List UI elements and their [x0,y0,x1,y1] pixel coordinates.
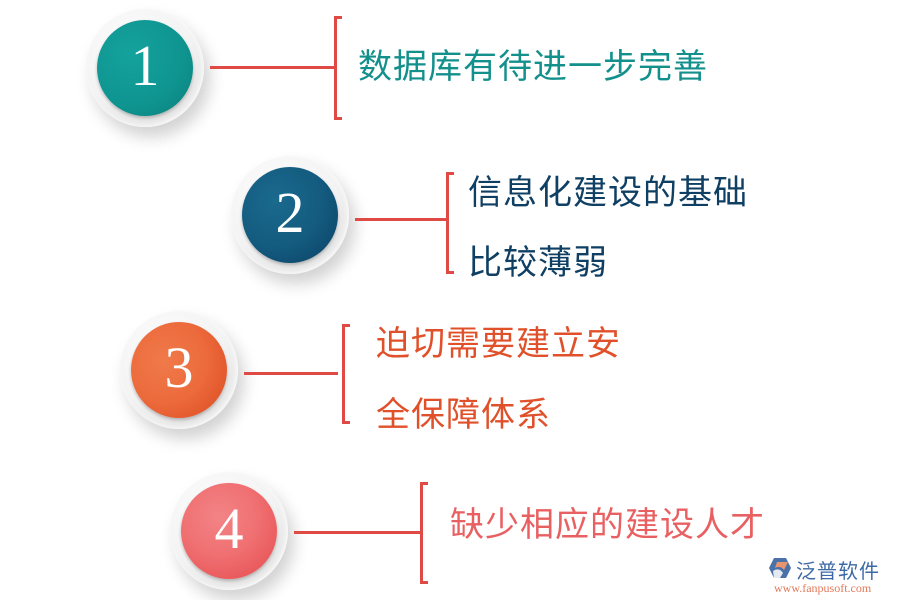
connector-line-3 [244,372,338,375]
connector-line-4 [294,531,420,534]
number-disc-4: 4 [181,483,277,579]
number-badge-3: 3 [120,311,238,429]
bracket-4 [420,482,428,584]
fanpu-logo-icon [769,558,791,578]
watermark-brand: 泛普软件 [796,559,880,583]
number-disc-1: 1 [97,20,193,116]
number-disc-2: 2 [242,167,338,263]
number-badge-2: 2 [231,156,349,274]
item-4-text-line-1: 缺少相应的建设人才 [450,505,765,545]
connector-line-1 [210,66,334,69]
number-disc-3: 3 [131,322,227,418]
bracket-2 [446,172,454,274]
item-2-text-line-1: 信息化建设的基础 [468,173,748,213]
item-3-text-line-2: 全保障体系 [376,395,551,435]
number-label-4: 4 [214,496,244,561]
item-2-text-line-2: 比较薄弱 [468,243,608,283]
number-badge-4: 4 [170,472,288,590]
bracket-3 [342,324,350,424]
number-label-3: 3 [164,335,194,400]
item-3-text-line-1: 迫切需要建立安 [376,324,621,364]
watermark-url: www.fanpusoft.com [774,581,872,595]
connector-line-2 [355,218,447,221]
number-label-2: 2 [275,180,305,245]
number-badge-1: 1 [86,9,204,127]
watermark-logo: 泛普软件 www.fanpusoft.com [768,555,896,597]
item-1-text-line-1: 数据库有待进一步完善 [358,47,708,87]
number-label-1: 1 [130,33,160,98]
bracket-1 [334,16,342,120]
